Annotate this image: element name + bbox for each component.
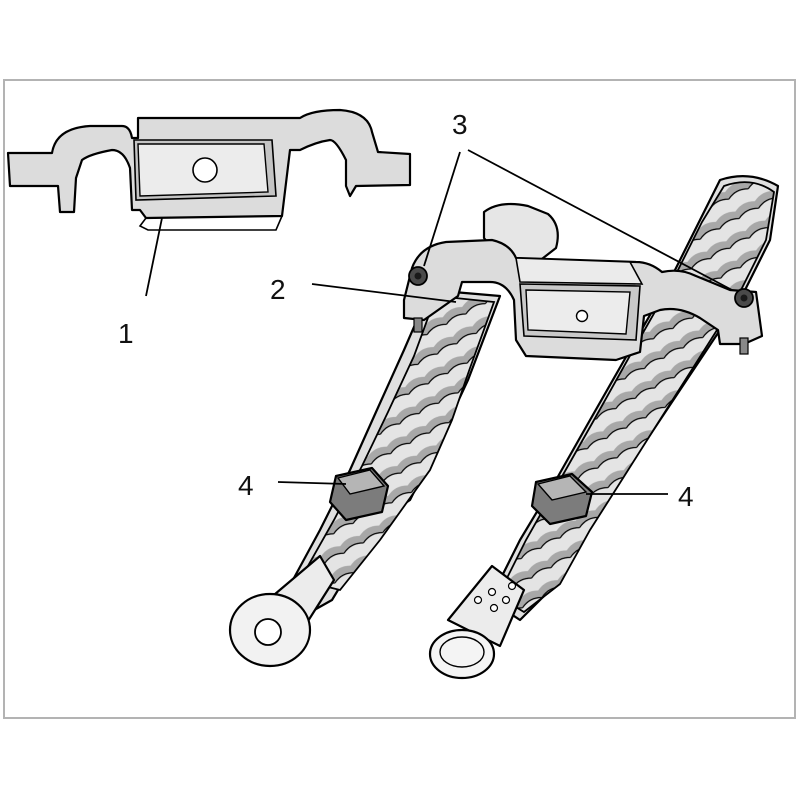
tool-plate-mounted xyxy=(402,238,764,362)
callout-2: 2 xyxy=(270,274,286,305)
screw-right xyxy=(734,288,754,355)
tool-plate-detail xyxy=(6,108,412,231)
screw-left xyxy=(408,266,428,333)
leader-lines xyxy=(145,149,733,495)
callout-1: 1 xyxy=(118,318,134,349)
camshaft-left xyxy=(228,288,502,668)
callout-4-right: 4 xyxy=(678,481,694,512)
mounted-plate-hole xyxy=(575,309,589,323)
plate-center-hole xyxy=(192,157,218,183)
callout-3: 3 xyxy=(452,109,468,140)
callout-4-left: 4 xyxy=(238,470,254,501)
